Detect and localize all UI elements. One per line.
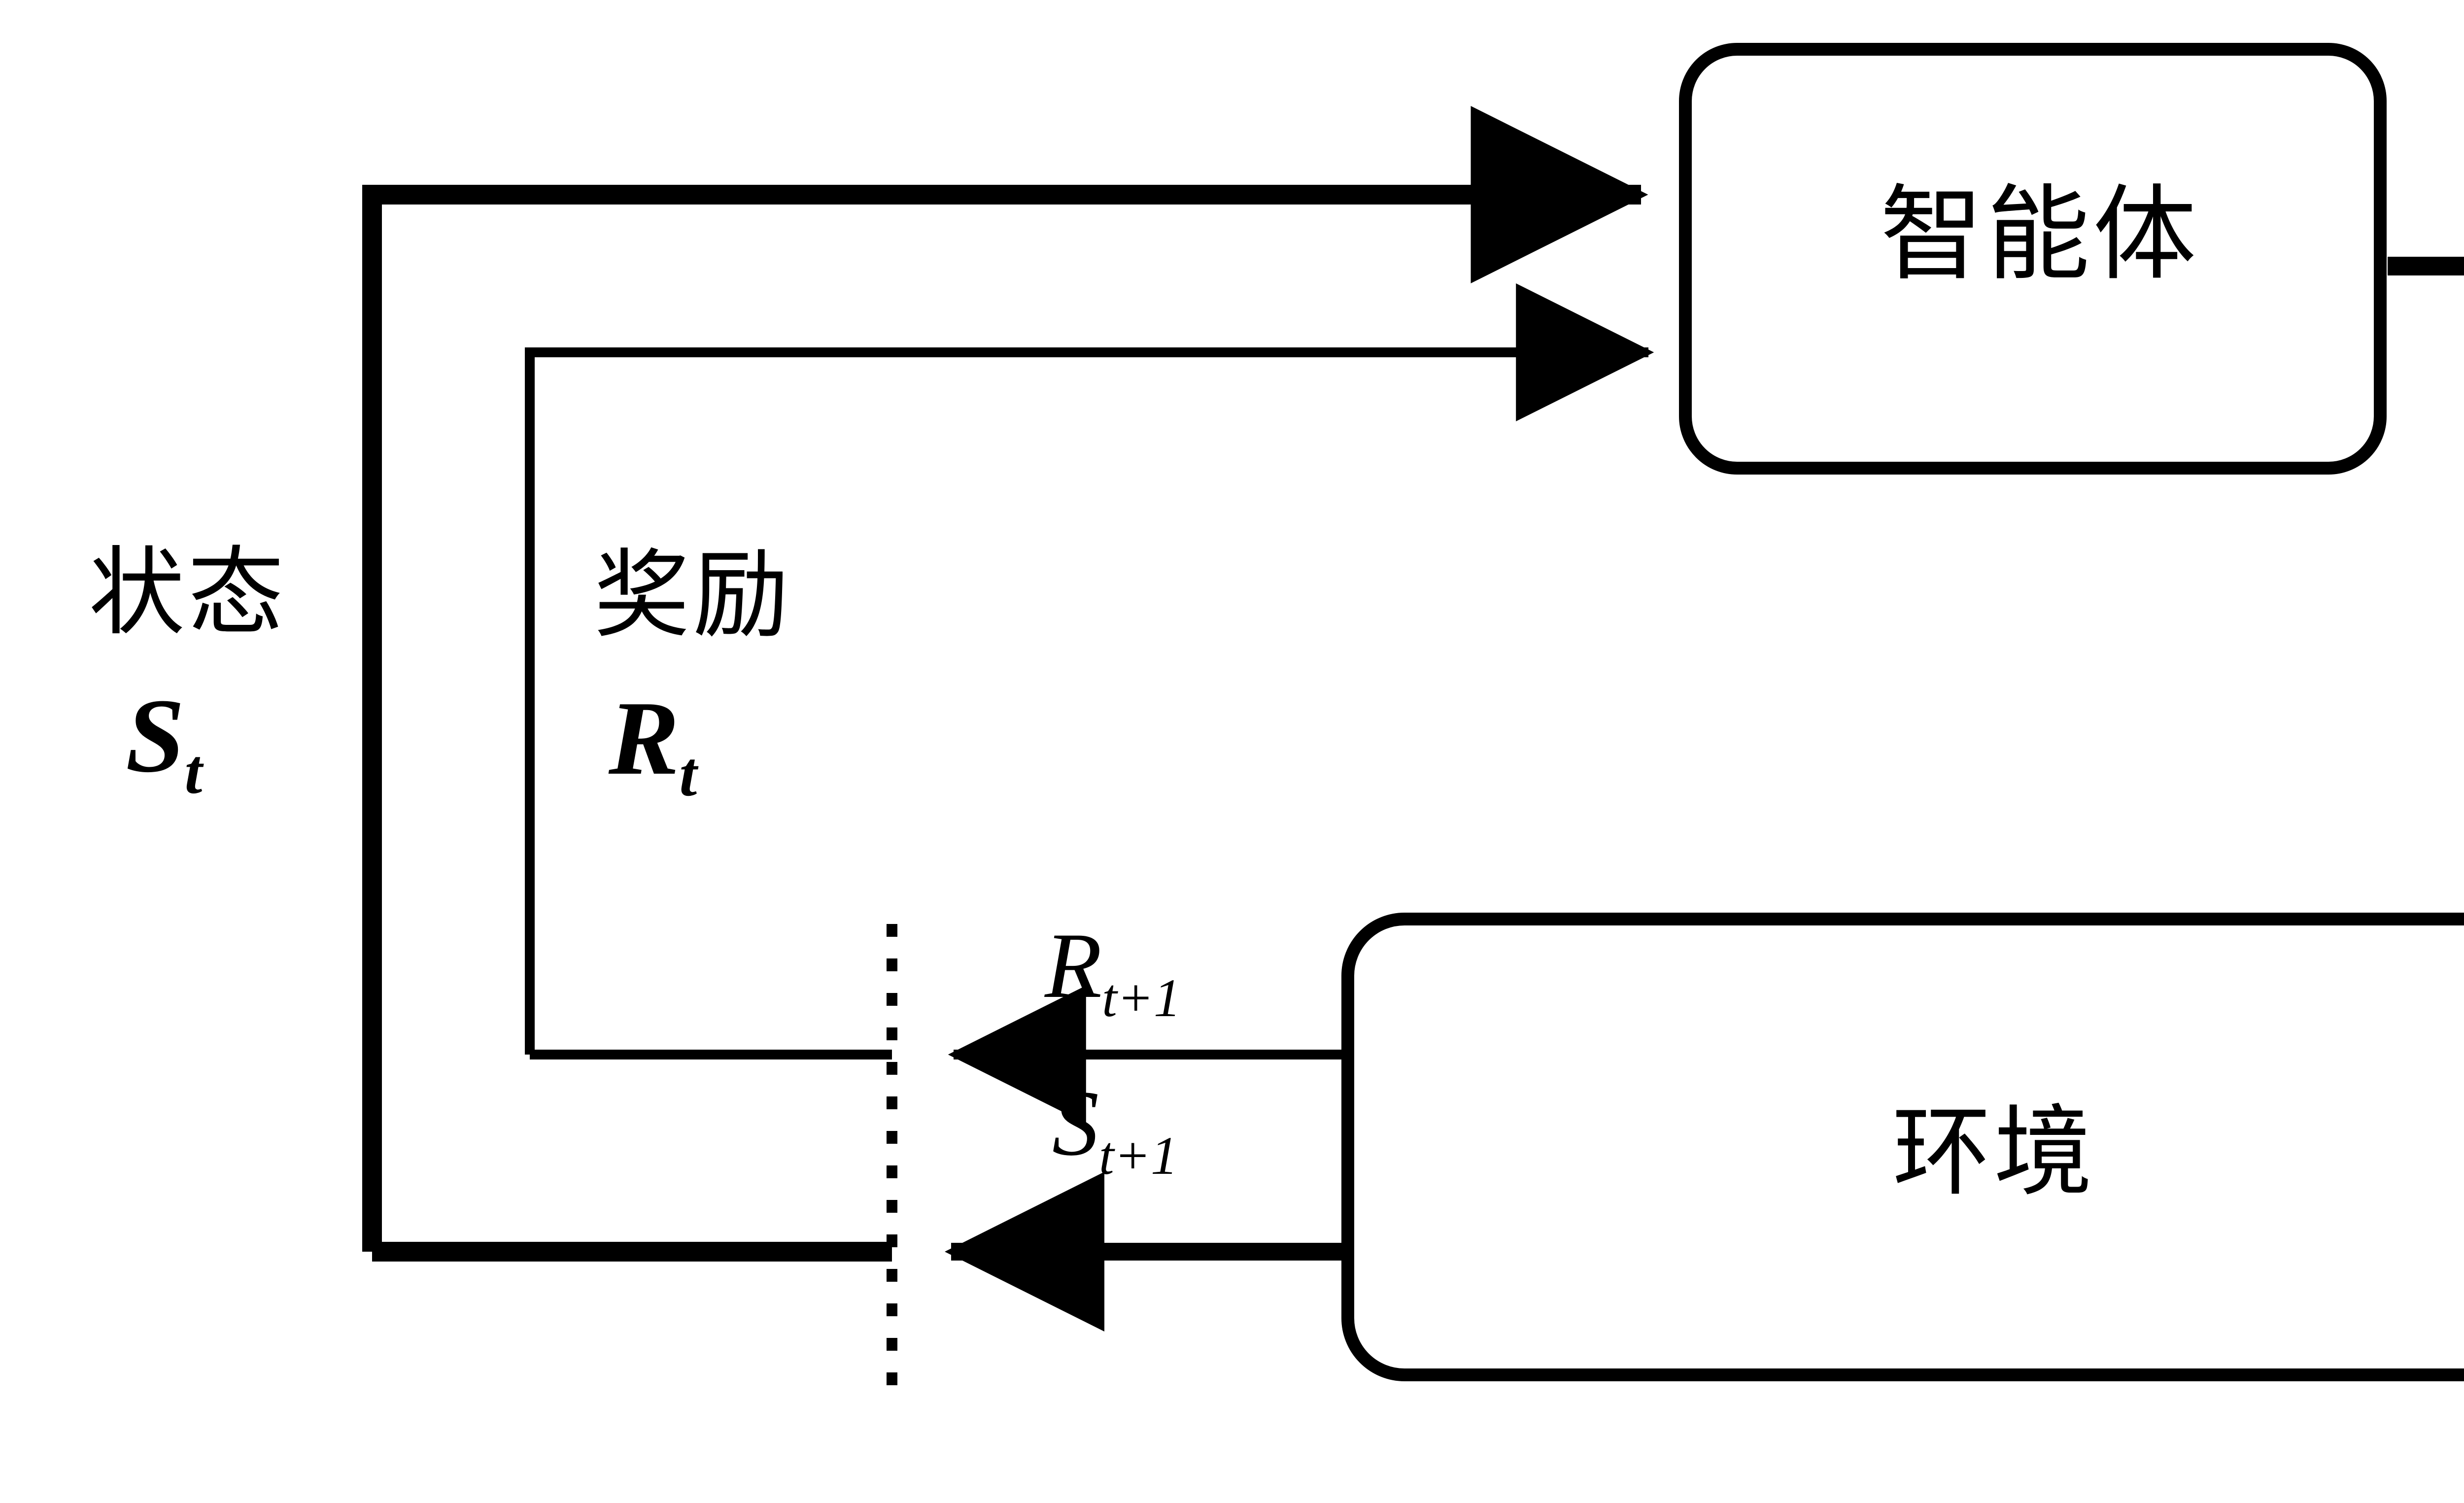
state-symbol-subscript: t [184, 736, 203, 807]
state-next-symbol-subscript: t+1 [1099, 1126, 1178, 1186]
state-next-symbol-label: St+1 [1052, 1077, 1178, 1183]
reward-next-symbol-label: Rt+1 [1045, 919, 1181, 1025]
state-symbol-base: S [126, 677, 185, 794]
reward-symbol-label: Rt [609, 685, 698, 806]
reward-word-label: 奖励 [594, 539, 792, 651]
agent-box-shape [1679, 43, 2387, 475]
environment-box-shape [1341, 913, 2464, 1381]
node-environment[interactable] [1341, 913, 2464, 1381]
state-word-label: 状态 [89, 537, 287, 649]
agent-label: 智能体 [1880, 174, 2200, 295]
node-agent[interactable] [1679, 43, 2387, 475]
state-symbol-label: St [126, 683, 203, 803]
reward-symbol-subscript: t [679, 739, 698, 809]
environment-label: 环境 [1892, 1095, 2096, 1210]
reward-arrow-path [525, 283, 1654, 1055]
state-arrow-path [362, 106, 1648, 1252]
edge-reward [525, 283, 1654, 1059]
reward-symbol-base: R [609, 679, 680, 797]
reward-next-symbol-base: R [1045, 914, 1102, 1018]
reward-next-symbol-subscript: t+1 [1102, 968, 1181, 1028]
state-next-symbol-base: S [1052, 1072, 1099, 1175]
edge-state [362, 106, 1648, 1262]
